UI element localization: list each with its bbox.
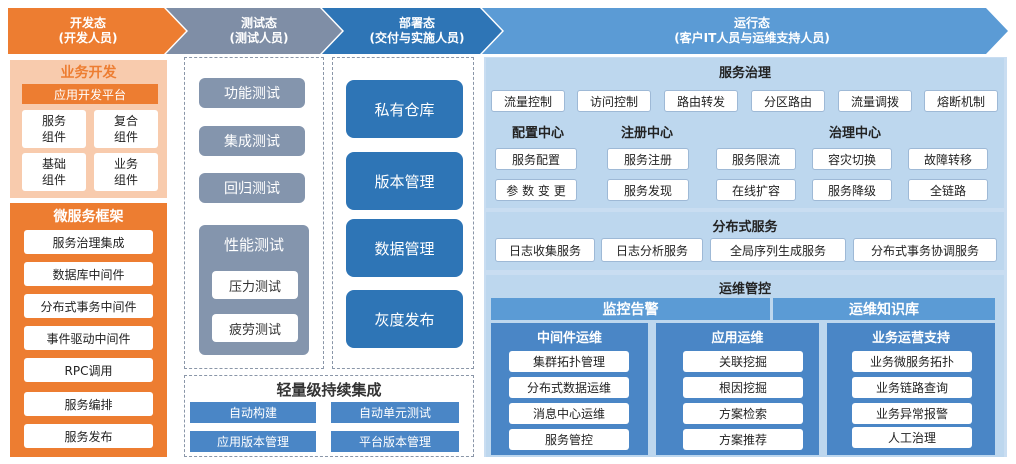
config-item: 参 数 变 更 — [495, 179, 577, 201]
stage-title: 测试态 — [240, 16, 277, 30]
ms-item: RPC调用 — [24, 358, 153, 382]
ms-framework-title: 微服务框架 — [53, 209, 124, 225]
gov-center-item: 服务降级 — [812, 179, 892, 201]
app-ops-item: 方案推荐 — [683, 429, 803, 450]
ms-item: 服务治理集成 — [24, 230, 153, 254]
app-dev-platform: 应用开发平台 — [22, 84, 158, 104]
distributed-item: 日志收集服务 — [495, 238, 595, 262]
mw-ops-item: 分布式数据运维 — [509, 377, 629, 398]
biz-ops-item: 人工治理 — [852, 427, 972, 448]
stage-arrow-dev: 开发态 (开发人员) — [8, 8, 186, 54]
ops-title: 运维管控 — [718, 281, 771, 297]
perf-test-title: 性能测试 — [223, 235, 284, 254]
biz-ops-support-title: 业务运营支持 — [871, 330, 950, 346]
ci-item: 平台版本管理 — [331, 431, 459, 452]
deploy-item: 数据管理 — [346, 219, 463, 277]
test-item: 集成测试 — [199, 126, 305, 156]
gov-center-item: 服务限流 — [716, 148, 796, 170]
gov-center-item: 容灾切换 — [812, 148, 892, 170]
ms-item: 分布式事务中间件 — [24, 294, 153, 318]
stage-arrow-deploy: 部署态 (交付与实施人员) — [322, 8, 502, 54]
ci-panel — [184, 375, 474, 457]
stage-title: 运行态 — [733, 16, 770, 30]
biz-dev-title: 业务开发 — [60, 65, 117, 81]
distributed-item: 日志分析服务 — [601, 238, 703, 262]
monitor-alert-band: 监控告警 — [491, 298, 770, 320]
ci-title: 轻量级持续集成 — [276, 380, 382, 399]
knowledge-base-band: 运维知识库 — [773, 298, 995, 320]
governance-title: 服务治理 — [718, 65, 771, 81]
service-component: 服务 组件 — [22, 110, 86, 148]
stage-subtitle: (测试人员) — [229, 31, 289, 45]
gov-center-item: 在线扩容 — [716, 179, 796, 201]
business-component: 业务 组件 — [94, 153, 158, 191]
distributed-item: 分布式事务协调服务 — [853, 238, 997, 262]
deploy-item: 灰度发布 — [346, 290, 463, 348]
app-ops-title: 应用运维 — [711, 330, 764, 346]
middleware-ops-title: 中间件运维 — [536, 330, 602, 346]
fatigue-test: 疲劳测试 — [212, 314, 298, 342]
composite-component: 复合 组件 — [94, 110, 158, 148]
ci-item: 自动构建 — [190, 402, 316, 423]
gov-center-item: 全链路 — [908, 179, 988, 201]
ms-item: 事件驱动中间件 — [24, 326, 153, 350]
stage-subtitle: (开发人员) — [58, 31, 118, 45]
test-item: 回归测试 — [199, 173, 305, 203]
gov-row1-item: 路由转发 — [664, 90, 738, 112]
app-ops-item: 方案检索 — [683, 403, 803, 424]
mw-ops-item: 服务管控 — [509, 429, 629, 450]
base-component: 基础 组件 — [22, 153, 86, 191]
gov-row1-item: 流量调拨 — [838, 90, 912, 112]
governance-center-title: 治理中心 — [828, 125, 881, 141]
gov-center-item: 故障转移 — [908, 148, 988, 170]
registry-item: 服务注册 — [607, 148, 689, 170]
gov-row1-item: 熔断机制 — [924, 90, 998, 112]
stage-title: 部署态 — [398, 16, 435, 30]
ci-item: 自动单元测试 — [331, 402, 459, 423]
deploy-item: 私有仓库 — [346, 80, 463, 138]
config-center-title: 配置中心 — [511, 125, 564, 141]
distributed-title: 分布式服务 — [712, 219, 778, 235]
config-item: 服务配置 — [495, 148, 577, 170]
mw-ops-item: 集群拓扑管理 — [509, 351, 629, 372]
deploy-panel — [332, 57, 474, 369]
stress-test: 压力测试 — [212, 271, 298, 299]
stage-subtitle: (客户IT人员与运维支持人员) — [674, 31, 830, 45]
app-ops-item: 根因挖掘 — [683, 377, 803, 398]
biz-ops-item: 业务微服务拓扑 — [852, 351, 972, 372]
ms-item: 服务编排 — [24, 392, 153, 416]
gov-row1-item: 访问控制 — [577, 90, 651, 112]
stage-subtitle: (交付与实施人员) — [369, 31, 465, 45]
biz-ops-item: 业务链路查询 — [852, 377, 972, 398]
gov-row1-item: 分区路由 — [751, 90, 825, 112]
registry-item: 服务发现 — [607, 179, 689, 201]
test-panel — [184, 57, 324, 369]
test-item: 功能测试 — [199, 78, 305, 108]
deploy-item: 版本管理 — [346, 152, 463, 210]
stage-arrow-run: 运行态 (客户IT人员与运维支持人员) — [482, 8, 1008, 54]
biz-ops-item: 业务异常报警 — [852, 403, 972, 424]
stage-arrow-test: 测试态 (测试人员) — [166, 8, 342, 54]
app-ops-item: 关联挖掘 — [683, 351, 803, 372]
gov-row1-item: 流量控制 — [491, 90, 565, 112]
stage-title: 开发态 — [69, 16, 106, 30]
ms-item: 服务发布 — [24, 424, 153, 448]
registry-center-title: 注册中心 — [620, 125, 673, 141]
mw-ops-item: 消息中心运维 — [509, 403, 629, 424]
ms-item: 数据库中间件 — [24, 262, 153, 286]
distributed-item: 全局序列生成服务 — [710, 238, 846, 262]
ci-item: 应用版本管理 — [190, 431, 316, 452]
